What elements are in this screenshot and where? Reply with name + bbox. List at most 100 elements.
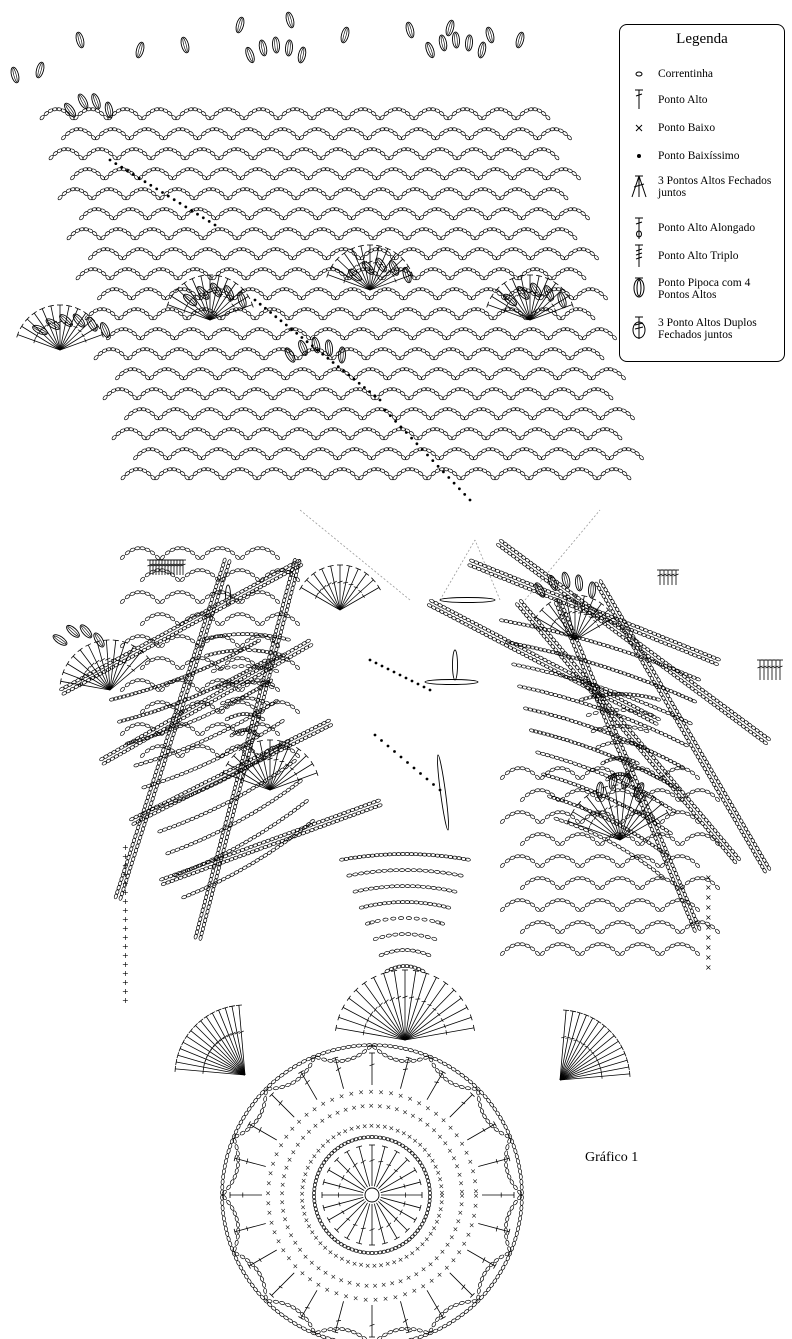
side-arch xyxy=(250,572,256,578)
chain-spoke xyxy=(297,643,303,648)
side-arch xyxy=(540,862,546,868)
chain-spoke xyxy=(289,648,295,653)
side-arch xyxy=(550,836,556,842)
side-arch xyxy=(515,810,521,814)
scallop xyxy=(435,1068,441,1074)
scallop xyxy=(221,1190,227,1196)
mesh-arch xyxy=(498,451,504,457)
mesh-arch xyxy=(360,255,366,261)
single-crochet: × xyxy=(278,1142,284,1150)
side-arch xyxy=(570,921,576,926)
scallop xyxy=(382,1052,388,1057)
mesh-arch xyxy=(580,211,586,217)
mesh-arch xyxy=(152,315,158,321)
side-arch xyxy=(535,950,541,956)
mesh-arch xyxy=(585,215,591,221)
chain-spoke xyxy=(603,689,609,694)
chain-spoke xyxy=(186,707,192,712)
single-crochet: × xyxy=(364,1282,370,1290)
stitch-top xyxy=(336,1025,337,1031)
single-crochet: × xyxy=(287,1156,293,1164)
pineapple-row xyxy=(388,869,393,872)
pineapple-row xyxy=(384,885,389,888)
mesh-arch xyxy=(174,335,180,341)
side-arch xyxy=(540,920,546,924)
stitch-top xyxy=(443,981,448,985)
side-arch xyxy=(700,832,706,836)
mesh-arch xyxy=(163,171,169,177)
scallop xyxy=(507,1174,512,1180)
chain-spoke xyxy=(278,747,284,752)
chain-spoke xyxy=(183,619,189,624)
chain-ring xyxy=(520,1205,524,1210)
mesh-arch xyxy=(195,355,201,361)
side-arch xyxy=(200,598,206,604)
side-arch xyxy=(615,920,621,924)
mesh-arch xyxy=(616,371,622,377)
stitch-top xyxy=(599,602,604,606)
stitch-top xyxy=(146,656,150,661)
single-crochet: × xyxy=(286,1255,292,1263)
chain-ring xyxy=(362,1044,367,1047)
scallop xyxy=(480,1276,485,1282)
mesh-arch xyxy=(161,355,167,361)
chain-spoke xyxy=(429,599,435,604)
mesh-arch xyxy=(607,331,613,337)
pineapple-row xyxy=(415,950,421,954)
mesh-arch xyxy=(525,191,531,197)
mesh-arch xyxy=(362,415,368,421)
mesh-arch xyxy=(281,435,287,441)
mesh-arch xyxy=(146,471,152,477)
mesh-arch xyxy=(568,231,574,237)
scallop xyxy=(482,1113,487,1119)
mesh-arch xyxy=(480,371,486,377)
mesh-arch xyxy=(409,431,415,437)
chain-spoke xyxy=(91,669,97,674)
single-crochet: × xyxy=(459,1188,465,1196)
side-arch xyxy=(670,924,676,930)
side-arch xyxy=(645,943,651,948)
chain-ring xyxy=(518,1169,522,1175)
side-arch xyxy=(650,902,656,908)
mesh-arch xyxy=(328,415,334,421)
single-crochet: × xyxy=(336,1130,342,1138)
mesh-arch xyxy=(625,411,631,417)
mesh-arch xyxy=(469,171,475,177)
single-crochet: × xyxy=(388,1125,394,1133)
mesh-arch xyxy=(541,455,547,461)
side-arch xyxy=(610,877,616,882)
mesh-arch xyxy=(548,335,554,341)
mesh-arch xyxy=(451,435,457,441)
chain-ring xyxy=(221,1185,224,1190)
fan-stitch xyxy=(349,998,405,1040)
radial-stitch xyxy=(272,1095,295,1118)
side-arch xyxy=(185,591,191,596)
side-arch xyxy=(240,642,246,648)
chain-spoke xyxy=(303,645,309,650)
mesh-arch xyxy=(143,275,149,281)
chain-ring xyxy=(520,1185,523,1190)
side-arch xyxy=(625,858,631,864)
stitch-top xyxy=(378,585,381,590)
single-crochet: × xyxy=(327,1248,333,1256)
side-arch xyxy=(150,745,156,750)
pineapple-row xyxy=(395,885,400,888)
side-arch xyxy=(675,942,681,946)
side-arch xyxy=(150,550,156,556)
side-arch xyxy=(140,546,146,550)
fan-stitch xyxy=(405,998,461,1040)
side-arch xyxy=(225,616,231,622)
side-arch xyxy=(625,902,631,908)
side-arch xyxy=(550,899,556,904)
side-arch xyxy=(610,858,616,864)
mesh-arch xyxy=(557,411,563,417)
stitch-top xyxy=(570,1011,576,1012)
chain-ring xyxy=(320,1051,326,1056)
scallop xyxy=(304,1068,310,1074)
mesh-arch xyxy=(545,431,551,437)
chain-spoke xyxy=(228,688,234,693)
scallop xyxy=(453,1083,459,1088)
side-arch xyxy=(560,766,566,770)
scallop xyxy=(507,1210,512,1216)
mesh-arch xyxy=(75,275,81,281)
